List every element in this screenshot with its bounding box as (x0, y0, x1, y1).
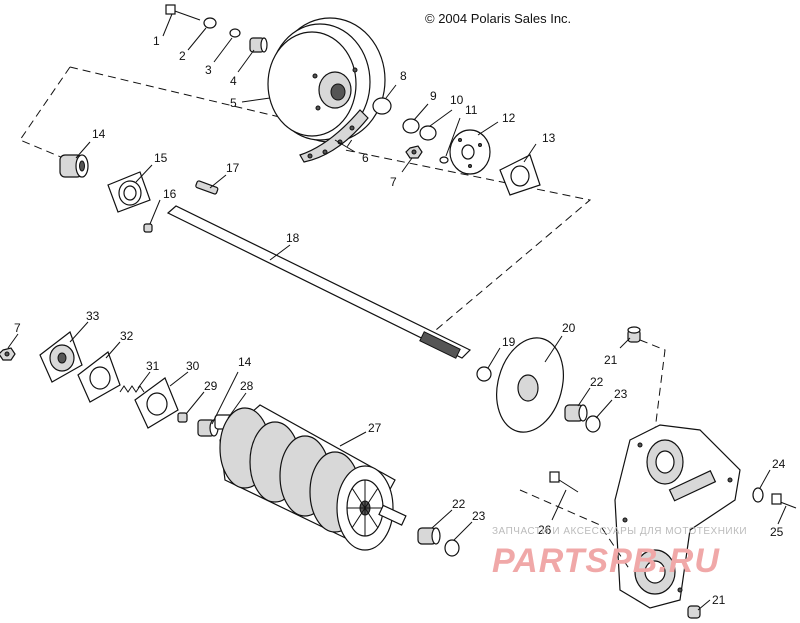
part-brake-disc-20 (496, 337, 564, 433)
part-bushing-4 (249, 37, 268, 53)
callout-22-lower: 22 (452, 497, 466, 511)
callout-7-lower: 7 (14, 321, 21, 335)
part-bolt-26 (549, 471, 579, 493)
part-screw-16 (143, 223, 153, 233)
callout-20: 20 (562, 321, 576, 335)
part-shaft-18 (166, 205, 472, 359)
part-nut-7-lower (0, 347, 16, 361)
part-bearing-14-upper (59, 154, 89, 178)
part-plate-12 (449, 129, 491, 175)
callout-labels: 1 2 3 4 5 6 7 8 9 10 11 12 13 14 15 16 1… (14, 34, 786, 607)
part-spacer-29 (177, 412, 188, 423)
part-flange-33 (39, 331, 83, 383)
part-chaincase-housing (614, 424, 741, 609)
callout-22-upper: 22 (590, 375, 604, 389)
part-washer-24 (752, 487, 764, 503)
callout-8: 8 (400, 69, 407, 83)
plug-21-dashed-line (639, 339, 666, 431)
callout-13: 13 (542, 131, 556, 145)
upper-assembly-dashed-frame (69, 66, 592, 336)
callout-1: 1 (153, 34, 160, 48)
part-plug-21-lower (687, 605, 701, 619)
callout-14-lower: 14 (238, 355, 252, 369)
part-flange-15 (107, 171, 151, 213)
part-bolt-25 (771, 493, 797, 509)
callout-31: 31 (146, 359, 160, 373)
callout-25: 25 (770, 525, 784, 539)
callout-10: 10 (450, 93, 464, 107)
part-flange-13 (499, 154, 541, 196)
callout-24: 24 (772, 457, 786, 471)
part-gasket-32 (77, 351, 121, 403)
callout-17: 17 (226, 161, 240, 175)
callout-32: 32 (120, 329, 134, 343)
callout-6: 6 (362, 151, 369, 165)
callout-21-lower: 21 (712, 593, 726, 607)
part-washer-23-lower (444, 539, 460, 557)
callout-16: 16 (163, 187, 177, 201)
callout-28: 28 (240, 379, 254, 393)
watermark-subtitle: ЗАПЧАСТИ И АКСЕССУАРЫ ДЛЯ МОТОТЕХНИКИ (492, 526, 748, 537)
callout-30: 30 (186, 359, 200, 373)
upper-assembly-dashed-frame-left (19, 66, 81, 166)
part-seal-22-upper (564, 404, 588, 422)
callout-23-upper: 23 (614, 387, 628, 401)
part-washer-2 (203, 17, 217, 29)
callout-33: 33 (86, 309, 100, 323)
part-plug-21-upper (627, 326, 641, 343)
part-driven-pulley-5 (267, 17, 386, 143)
bolt-26-dashed-line (519, 489, 631, 571)
part-chain-6 (299, 109, 369, 163)
callout-26: 26 (538, 523, 552, 537)
callout-11: 11 (465, 103, 478, 117)
part-ring-19 (476, 366, 492, 382)
leader-lines (7, 13, 787, 611)
part-washer-3 (229, 28, 241, 38)
callout-4: 4 (230, 74, 237, 88)
part-bolt-1 (165, 4, 201, 21)
part-nut-7-upper (405, 145, 423, 159)
part-flange-30 (134, 377, 179, 429)
callout-3: 3 (205, 63, 212, 77)
callout-18: 18 (286, 231, 300, 245)
part-washer-11 (439, 156, 449, 164)
part-ring-9 (402, 118, 420, 134)
part-washer-23-upper (585, 415, 601, 433)
part-ring-10 (419, 125, 437, 141)
callout-7-upper: 7 (390, 175, 397, 189)
part-ring-8 (372, 97, 392, 115)
watermark-brand: PARTSPB.RU (492, 542, 720, 580)
callout-14-upper: 14 (92, 127, 106, 141)
callout-19: 19 (502, 335, 516, 349)
callout-23-lower: 23 (472, 509, 486, 523)
callout-9: 9 (430, 89, 437, 103)
callout-5: 5 (230, 96, 237, 110)
part-spring-31 (119, 385, 145, 393)
callout-27: 27 (368, 421, 382, 435)
callout-2: 2 (179, 49, 186, 63)
part-drive-sprocket-27 (219, 404, 407, 551)
part-key-17 (195, 180, 219, 195)
callout-12: 12 (502, 111, 516, 125)
copyright-notice: © 2004 Polaris Sales Inc. (425, 11, 572, 26)
callout-15: 15 (154, 151, 168, 165)
callout-29: 29 (204, 379, 218, 393)
callout-21-upper: 21 (604, 353, 618, 367)
part-seal-22-lower (417, 527, 441, 545)
